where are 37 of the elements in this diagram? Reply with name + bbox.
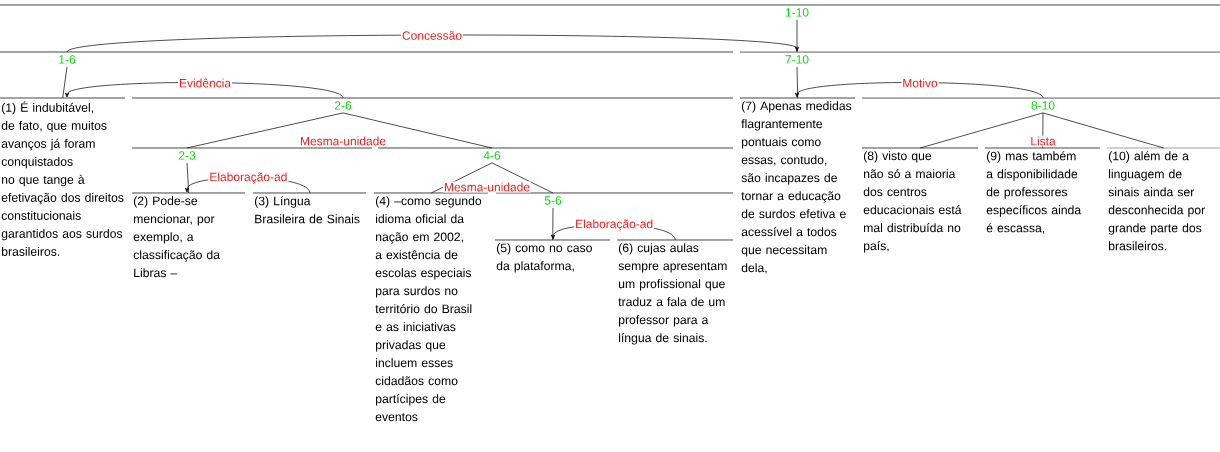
nucleus-line bbox=[62, 66, 68, 99]
text-segment: (9) mas também a disponibilidade de professores específicos ainda é escassa, bbox=[984, 147, 1101, 234]
relation-arrow bbox=[794, 82, 1044, 99]
text-segment: (3) Língua Brasileira de Sinais bbox=[252, 192, 367, 224]
text-segment: (8) visto que não só a maioria dos centros educacionais está mal distribuída no país, bbox=[861, 147, 979, 253]
nucleus-line bbox=[186, 162, 190, 194]
text-segment: (10) além de a linguagem de sinais ainda ser desconhecida por grande parte dos brasileiros. bbox=[1106, 147, 1220, 251]
relation-label: Mesma-unidade bbox=[299, 135, 388, 147]
nucleus-line bbox=[796, 19, 798, 53]
nucleus-line bbox=[1042, 112, 1165, 149]
text-segment: (7) Apenas medidas flagrantemente pontuais como essas, contudo, são incapazes de tornar a educação de surdos efetiva e acessível a todos que necessitam dela, bbox=[739, 97, 856, 274]
relation-label: Elaboração-ad bbox=[574, 218, 655, 232]
relation-label: Concessão bbox=[401, 30, 464, 41]
span-node: 1-6 bbox=[0, 51, 734, 64]
text-segment: (1) É indubitável, de fato, que muitos avanços já foram conquistados no que tange à efetivação dos direitos constitucionais garantidos aos surdos brasileiros. bbox=[0, 97, 126, 256]
span-node: 7-10 bbox=[739, 51, 1220, 64]
span-node: 4-6 bbox=[377, 147, 734, 160]
span-node: 2-3 bbox=[131, 147, 373, 160]
nucleus-line bbox=[430, 162, 493, 194]
span-node: 5-6 bbox=[495, 192, 734, 205]
text-segment: (4) –como segundo idioma oficial da nação em 2002, a existência de escolas especiais para surdos no território do Brasil e as iniciativas privadas que incluem esses cidadãos como partícipes de eventos bbox=[373, 192, 489, 422]
relation-label: Motivo bbox=[901, 77, 939, 89]
relation-label: Evidência bbox=[178, 77, 233, 89]
nucleus-line bbox=[919, 112, 1044, 149]
span-node: 1-10 bbox=[0, 4, 1220, 17]
nucleus-line bbox=[491, 162, 554, 194]
relation-label: Elaboração-ad bbox=[208, 171, 289, 185]
relation-label: Lista bbox=[1029, 135, 1057, 147]
span-node: 8-10 bbox=[861, 97, 1220, 110]
nucleus-line bbox=[186, 112, 344, 149]
relation-arrow bbox=[66, 34, 800, 53]
span-node: 2-6 bbox=[131, 97, 734, 110]
nucleus-line bbox=[342, 112, 493, 149]
text-segment: (5) como no caso da plataforma, bbox=[494, 239, 611, 273]
relation-label: Mesma-unidade bbox=[443, 181, 532, 193]
text-segment: (2) Pode-se mencionar, por exemplo, a classificação da Libras – bbox=[131, 192, 246, 278]
text-segment: (6) cujas aulas sempre apresentam um profissional que traduz a fala de um professor para a língua de sinais. bbox=[616, 239, 734, 345]
